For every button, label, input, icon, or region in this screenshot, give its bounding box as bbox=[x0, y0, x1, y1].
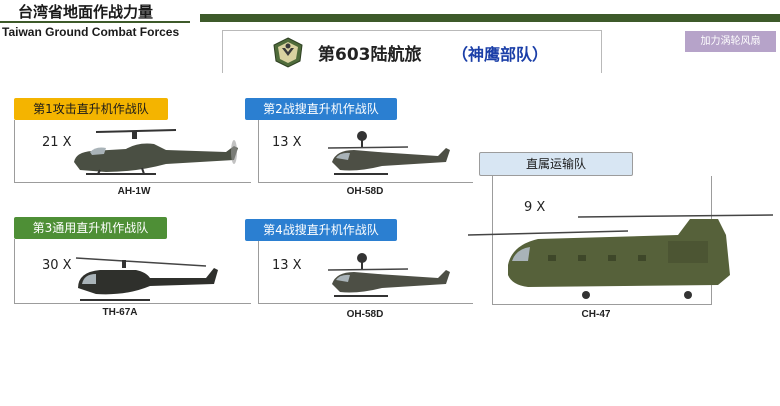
ch-47-helicopter-icon bbox=[468, 214, 774, 299]
engine-badge: 加力涡轮风扇 bbox=[685, 31, 776, 52]
oh-58d-helicopter-icon bbox=[327, 253, 450, 297]
group-count-5: 9 X bbox=[524, 200, 546, 215]
group-count-1: 21 X bbox=[42, 135, 72, 150]
ah-1w-helicopter-icon bbox=[74, 129, 238, 175]
group-label-2: 第2战搜直升机作战队 bbox=[245, 98, 397, 120]
group-model-5: CH-47 bbox=[581, 309, 611, 320]
unit-name: 第603陆航旅 bbox=[318, 45, 422, 65]
oh-58d-helicopter-icon bbox=[327, 131, 450, 175]
group-bracket-4 bbox=[258, 241, 473, 304]
group-model-3: TH-67A bbox=[102, 307, 138, 318]
group-bracket-1 bbox=[14, 120, 251, 183]
group-count-4: 13 X bbox=[272, 258, 302, 273]
group-model-2: OH-58D bbox=[346, 186, 384, 197]
group-count-3: 30 X bbox=[42, 258, 72, 273]
unit-emblem-icon bbox=[273, 37, 303, 68]
group-label-3: 第3通用直升机作战队 bbox=[14, 217, 167, 239]
group-model-1: AH-1W bbox=[117, 186, 151, 197]
group-bracket-3 bbox=[14, 239, 251, 304]
group-label-1: 第1攻击直升机作战队 bbox=[14, 98, 168, 120]
group-label-4: 第4战搜直升机作战队 bbox=[245, 219, 397, 241]
th-67a-helicopter-icon bbox=[75, 257, 218, 301]
unit-frame bbox=[222, 30, 602, 73]
header-bar bbox=[200, 14, 780, 22]
page-title: 台湾省地面作战力量 bbox=[18, 3, 154, 21]
group-count-2: 13 X bbox=[272, 135, 302, 150]
group-model-4: OH-58D bbox=[346, 309, 384, 320]
group-bracket-2 bbox=[258, 120, 473, 183]
title-underline bbox=[0, 21, 190, 23]
unit-nickname: （神鹰部队） bbox=[452, 45, 549, 64]
group-label-5: 直属运输队 bbox=[479, 152, 633, 176]
page-subtitle: Taiwan Ground Combat Forces bbox=[2, 25, 180, 39]
